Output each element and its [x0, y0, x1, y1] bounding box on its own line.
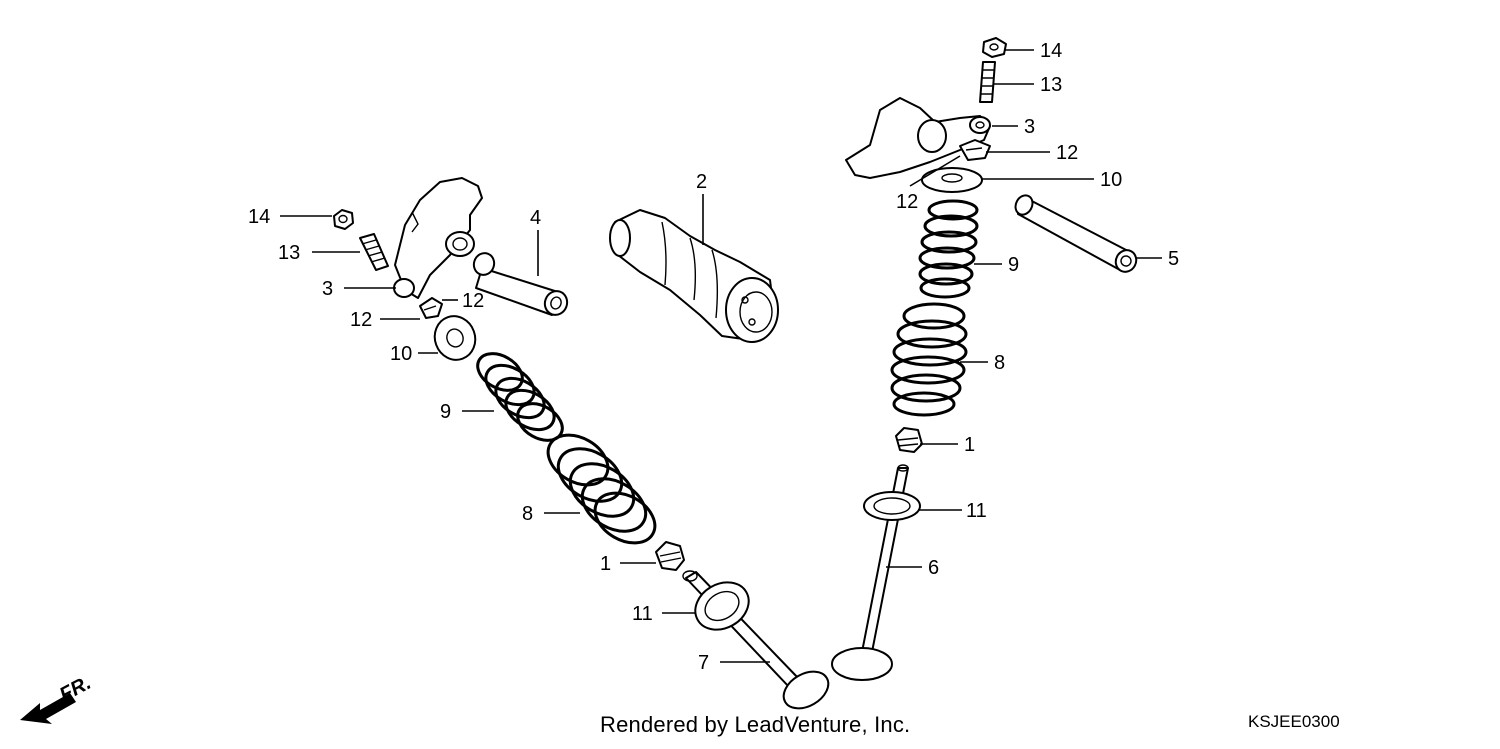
callout-10-right: 10: [1100, 169, 1122, 191]
callout-9-left: 9: [440, 401, 451, 423]
callout-11-right: 11: [966, 500, 987, 522]
right-valve-cotters[interactable]: [959, 139, 991, 161]
callouts: 14 13 3 12 12 10 9 8 1 11 7 4 2 14 13 3 …: [248, 40, 1179, 674]
left-rocker-arm[interactable]: [393, 177, 483, 299]
callout-14-left: 14: [248, 206, 270, 228]
right-stem-seal[interactable]: [895, 427, 923, 453]
left-lock-nut[interactable]: [333, 209, 354, 230]
right-spring-retainer[interactable]: [921, 167, 983, 193]
left-valve-cotters[interactable]: [419, 297, 443, 319]
left-spring-retainer[interactable]: [429, 310, 482, 365]
rocker-shaft-5[interactable]: [1012, 192, 1140, 275]
callout-12-right-a: 12: [1056, 142, 1078, 164]
leader-lines: [280, 49, 1162, 663]
callout-7: 7: [698, 652, 709, 674]
callout-12-left-a: 12: [462, 290, 484, 312]
left-outer-spring[interactable]: [539, 425, 663, 553]
callout-14-right: 14: [1040, 40, 1062, 62]
rocker-shaft-4[interactable]: [471, 250, 571, 318]
camshaft[interactable]: [609, 209, 779, 343]
callout-2: 2: [696, 171, 707, 193]
callout-8-right: 8: [994, 352, 1005, 374]
callout-8-left: 8: [522, 503, 533, 525]
callout-1-left: 1: [600, 553, 611, 575]
left-stem-seal[interactable]: [655, 541, 685, 571]
render-credit: Rendered by LeadVenture, Inc.: [600, 712, 911, 737]
right-lock-nut[interactable]: [982, 37, 1007, 58]
callout-12-left-b: 12: [350, 309, 372, 331]
right-rocker-arm[interactable]: [845, 97, 991, 179]
callout-13-left: 13: [278, 242, 300, 264]
callout-3-left: 3: [322, 278, 333, 300]
callout-11-left: 11: [632, 603, 653, 625]
right-spring-seat[interactable]: [863, 491, 921, 521]
diagram-code: KSJEE0300: [1248, 712, 1340, 731]
left-inner-spring[interactable]: [471, 346, 569, 448]
callout-1-right: 1: [964, 434, 975, 456]
front-direction-arrow: FR.: [20, 672, 95, 724]
callout-6: 6: [928, 557, 939, 579]
callout-12-right-b: 12: [896, 191, 918, 213]
right-outer-spring[interactable]: [890, 302, 968, 417]
callout-9-right: 9: [1008, 254, 1019, 276]
callout-13-right: 13: [1040, 74, 1062, 96]
left-adjusting-screw[interactable]: [359, 233, 389, 271]
callout-5: 5: [1168, 248, 1179, 270]
callout-10-left: 10: [390, 343, 412, 365]
right-adjusting-screw[interactable]: [979, 61, 996, 103]
left-spring-seat[interactable]: [687, 573, 757, 639]
callout-4: 4: [530, 207, 541, 229]
callout-3-right: 3: [1024, 116, 1035, 138]
right-inner-spring[interactable]: [918, 199, 979, 299]
